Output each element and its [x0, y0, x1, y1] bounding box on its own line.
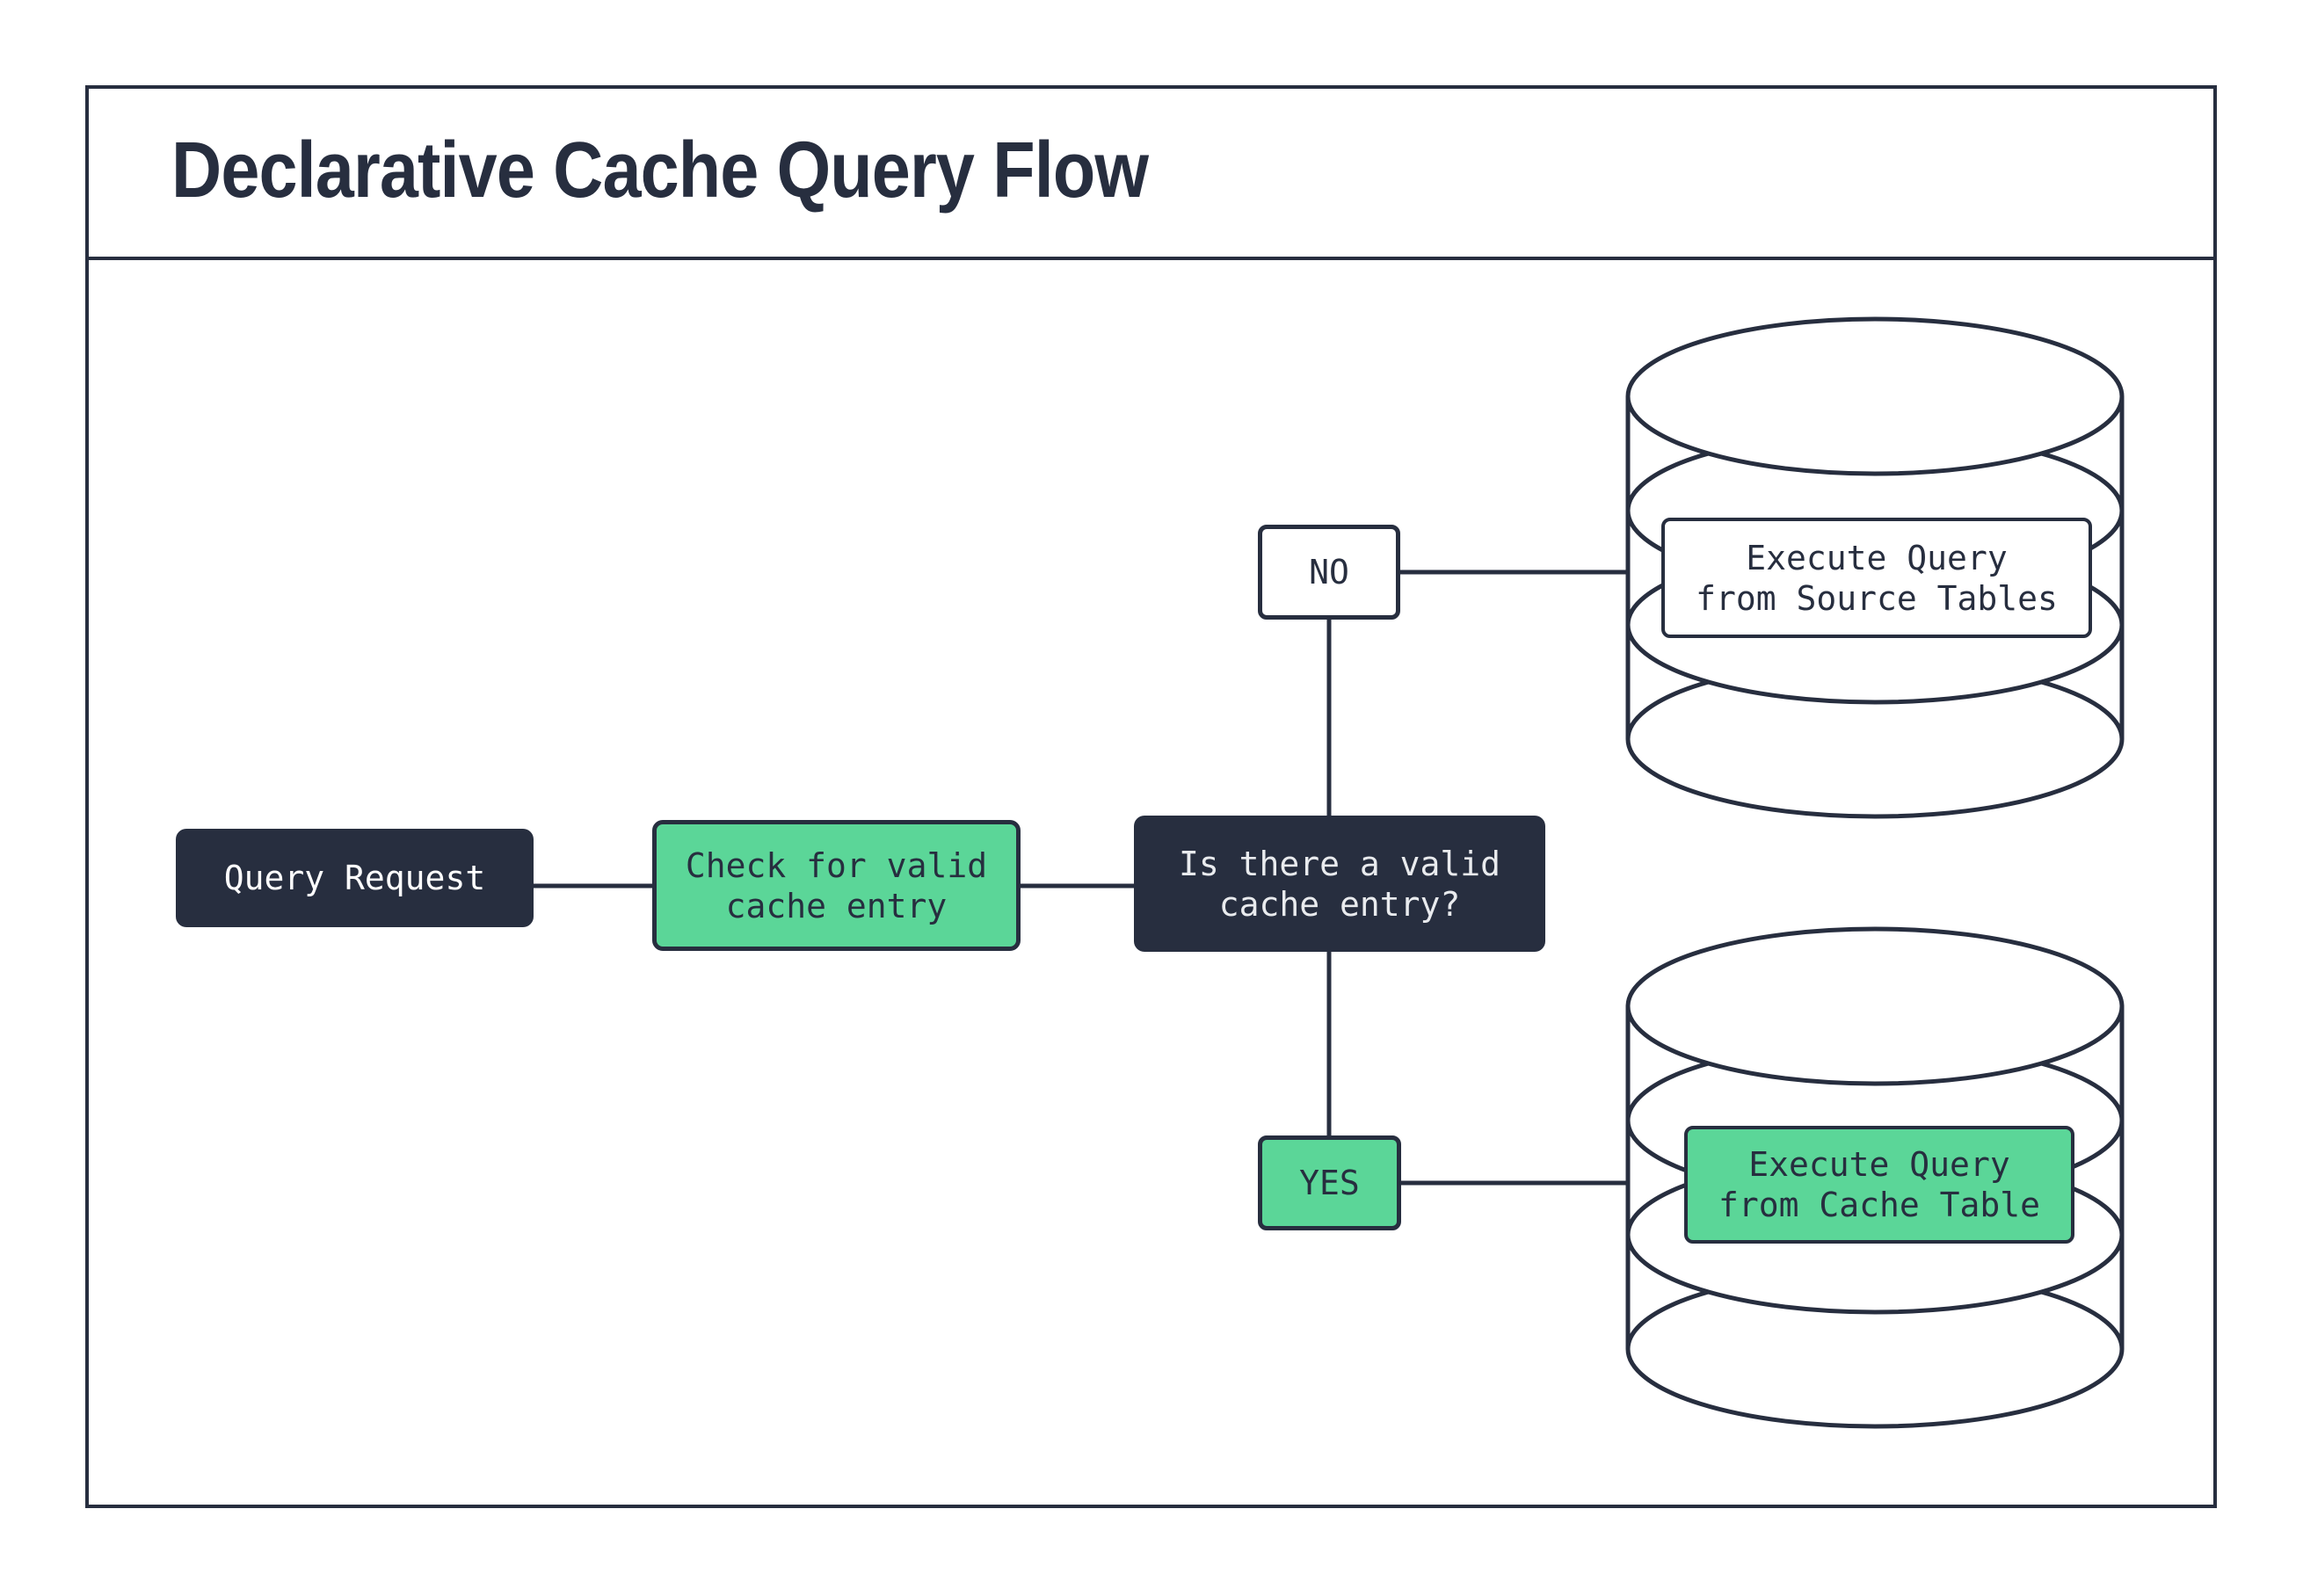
no-branch-label: NO	[1309, 553, 1349, 591]
execute-cache-line2: from Cache Table	[1718, 1186, 2041, 1224]
yes-branch-node: YES	[1258, 1135, 1401, 1230]
execute-cache-node: Execute Query from Cache Table	[1684, 1126, 2074, 1244]
execute-source-line2: from Source Tables	[1696, 578, 2058, 618]
no-branch-node: NO	[1258, 525, 1400, 620]
page-title: Declarative Cache Query Flow	[171, 127, 1149, 214]
execute-source-node: Execute Query from Source Tables	[1661, 518, 2092, 638]
title-bar: Declarative Cache Query Flow	[85, 85, 2213, 260]
query-request-node: Query Request	[176, 829, 534, 927]
check-cache-line2: cache entry	[725, 886, 948, 925]
decision-line2: cache entry?	[1218, 884, 1461, 924]
yes-branch-label: YES	[1299, 1164, 1360, 1202]
decision-node: Is there a valid cache entry?	[1134, 816, 1545, 952]
check-cache-line1: Check for valid	[685, 845, 988, 885]
decision-line1: Is there a valid	[1178, 844, 1501, 883]
check-cache-node: Check for valid cache entry	[652, 820, 1021, 951]
execute-source-line1: Execute Query	[1746, 538, 2008, 577]
query-request-label: Query Request	[223, 859, 486, 897]
execute-cache-line1: Execute Query	[1748, 1145, 2010, 1184]
